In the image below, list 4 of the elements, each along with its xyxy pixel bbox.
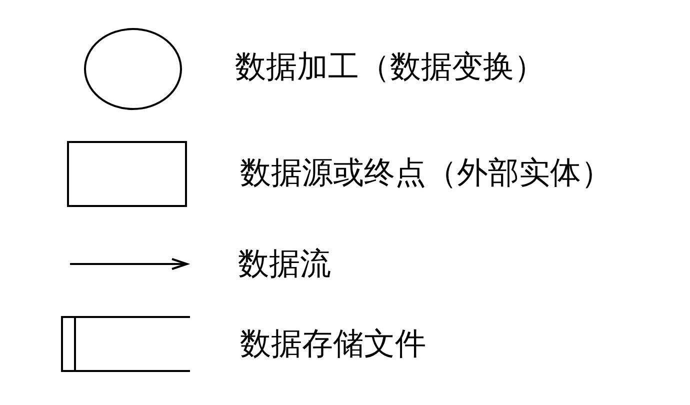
legend-label: 数据加工（数据变换） xyxy=(235,52,545,83)
legend-label: 数据存储文件 xyxy=(240,329,426,360)
legend-label: 数据流 xyxy=(238,249,331,280)
legend-label: 数据源或终点（外部实体） xyxy=(240,158,612,189)
